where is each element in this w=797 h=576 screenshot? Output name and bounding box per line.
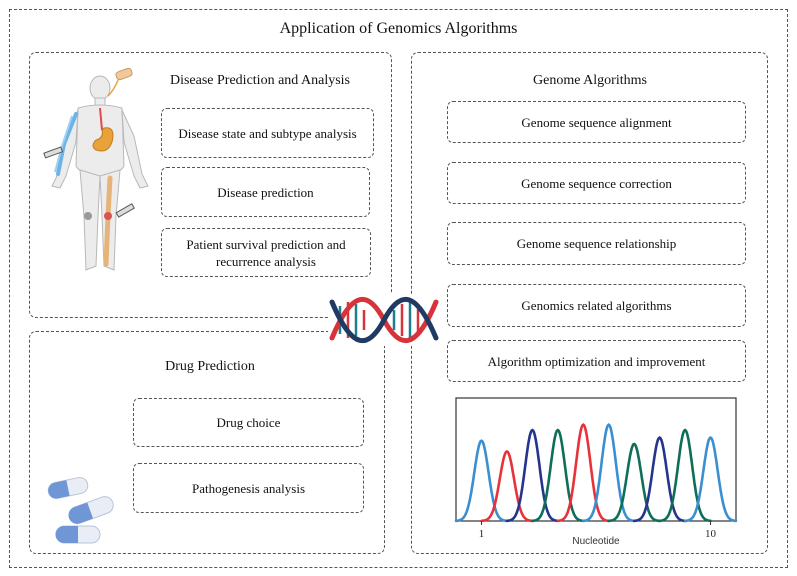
disease-panel — [29, 52, 392, 318]
drug-item-pathogenesis: Pathogenesis analysis — [133, 463, 364, 513]
chromatogram-peak-3 — [505, 428, 560, 523]
nucleotide-chromatogram-chart: 1 10 Nucleotide — [454, 397, 738, 547]
genome-item-relationship: Genome sequence relationship — [447, 222, 746, 265]
chromatogram-peak-5 — [556, 423, 610, 523]
chromatogram-peak-6 — [582, 423, 636, 523]
chromatogram-peak-7 — [607, 442, 661, 523]
genome-item-alignment: Genome sequence alignment — [447, 101, 746, 143]
outer-frame — [9, 9, 788, 568]
disease-panel-heading: Disease Prediction and Analysis — [169, 73, 351, 88]
x-tick-label-10: 10 — [705, 528, 717, 540]
chromatogram-peak-4 — [531, 428, 585, 523]
chart-x-axis-label: Nucleotide — [572, 536, 620, 547]
drug-panel-heading: Drug Prediction — [165, 359, 255, 374]
disease-item-prediction: Disease prediction — [161, 167, 370, 217]
chromatogram-peak-10 — [683, 436, 738, 523]
drug-panel — [29, 331, 385, 554]
genome-panel-heading: Genome Algorithms — [533, 73, 647, 88]
genome-item-optimization: Algorithm optimization and improvement — [447, 340, 746, 382]
human-body-illustration-icon — [43, 67, 149, 271]
genome-item-correction: Genome sequence correction — [447, 162, 746, 204]
chromatogram-peak-1 — [454, 439, 509, 523]
x-tick-label-1: 1 — [479, 528, 485, 540]
chromatogram-peak-9 — [658, 428, 712, 523]
disease-item-survival: Patient survival prediction and recurren… — [161, 228, 371, 277]
page-title: Application of Genomics Algorithms — [279, 20, 518, 37]
dna-helix-icon — [328, 294, 440, 346]
genome-item-related-algorithms: Genomics related algorithms — [447, 284, 746, 327]
disease-item-subtype: Disease state and subtype analysis — [161, 108, 374, 158]
drug-item-choice: Drug choice — [133, 398, 364, 447]
chromatogram-peak-8 — [632, 436, 687, 523]
chromatogram-peak-2 — [480, 449, 534, 523]
pill-capsules-icon — [47, 477, 114, 544]
